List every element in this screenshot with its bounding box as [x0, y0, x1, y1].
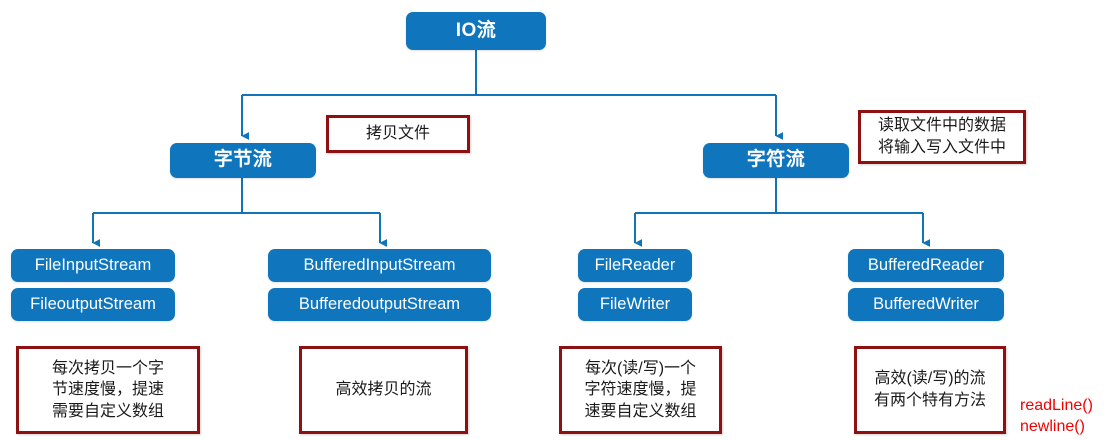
- node-bufferedreader-label: BufferedReader: [867, 256, 985, 275]
- node-bufferedinputstream-label: BufferedInputStream: [303, 256, 456, 275]
- callout-buffered-reader-methods: readLine() newline(): [1020, 375, 1093, 437]
- node-byte-stream-label: 字节流: [213, 149, 273, 171]
- node-filereader-label: FileReader: [594, 256, 676, 275]
- note-char-stream-desc: 读取文件中的数据 将输入写入文件中: [858, 110, 1026, 164]
- node-char-stream-label: 字符流: [746, 149, 806, 171]
- node-filewriter[interactable]: FileWriter: [578, 288, 692, 321]
- note-char-speed-text: 每次(读/写)一个 字符速度慢，提 速要自定义数组: [584, 359, 697, 420]
- note-copy-file-text: 拷贝文件: [365, 125, 430, 143]
- note-byte-copy-speed: 每次拷贝一个字 节速度慢，提速 需要自定义数组: [16, 346, 200, 434]
- node-filereader[interactable]: FileReader: [578, 249, 692, 282]
- node-bufferedreader[interactable]: BufferedReader: [848, 249, 1004, 282]
- node-fileinputstream[interactable]: FileInputStream: [11, 249, 175, 282]
- note-char-speed: 每次(读/写)一个 字符速度慢，提 速要自定义数组: [559, 346, 722, 434]
- note-buffered-char-methods-text: 高效(读/写)的流 有两个特有方法: [873, 370, 986, 409]
- note-char-stream-desc-text: 读取文件中的数据 将输入写入文件中: [877, 117, 1006, 156]
- node-io-stream-label: IO流: [455, 19, 497, 41]
- note-byte-copy-speed-text: 每次拷贝一个字 节速度慢，提速 需要自定义数组: [51, 359, 164, 420]
- node-fileoutputstream[interactable]: FileoutputStream: [11, 288, 175, 321]
- node-io-stream[interactable]: IO流: [406, 12, 546, 50]
- note-copy-file: 拷贝文件: [326, 115, 470, 153]
- node-bufferedwriter-label: BufferedWriter: [873, 295, 979, 314]
- node-filewriter-label: FileWriter: [599, 295, 671, 314]
- node-fileoutputstream-label: FileoutputStream: [30, 295, 156, 314]
- node-fileinputstream-label: FileInputStream: [34, 256, 152, 275]
- note-buffered-copy: 高效拷贝的流: [299, 346, 468, 434]
- node-bufferedoutputstream-label: BufferedoutputStream: [298, 295, 461, 314]
- note-buffered-copy-text: 高效拷贝的流: [335, 381, 432, 399]
- callout-buffered-reader-methods-text: readLine() newline(): [1020, 396, 1093, 435]
- note-buffered-char-methods: 高效(读/写)的流 有两个特有方法: [854, 346, 1006, 434]
- node-bufferedoutputstream[interactable]: BufferedoutputStream: [268, 288, 491, 321]
- node-bufferedwriter[interactable]: BufferedWriter: [848, 288, 1004, 321]
- node-bufferedinputstream[interactable]: BufferedInputStream: [268, 249, 491, 282]
- node-byte-stream[interactable]: 字节流: [170, 143, 316, 178]
- node-char-stream[interactable]: 字符流: [703, 143, 849, 178]
